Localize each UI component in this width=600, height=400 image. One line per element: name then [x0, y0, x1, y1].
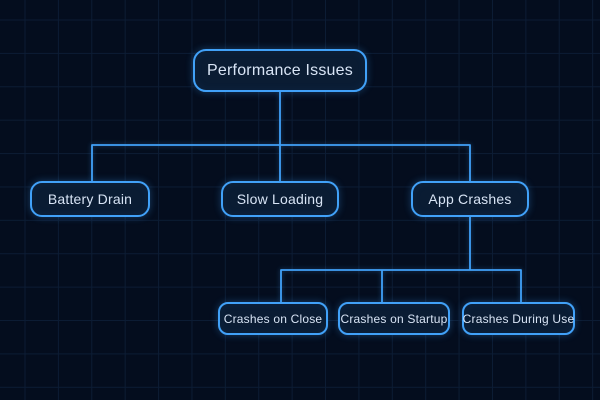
- connector-row2-rail: [91, 144, 471, 181]
- node-crashes-during-use[interactable]: Crashes During Use: [462, 302, 575, 335]
- node-crashes-on-close[interactable]: Crashes on Close: [218, 302, 328, 335]
- node-crashes-on-startup[interactable]: Crashes on Startup: [338, 302, 450, 335]
- node-app-crashes[interactable]: App Crashes: [411, 181, 529, 217]
- node-battery-drain[interactable]: Battery Drain: [30, 181, 150, 217]
- node-performance-issues[interactable]: Performance Issues: [193, 49, 367, 92]
- connector-row3-rail: [280, 269, 522, 302]
- node-slow-loading[interactable]: Slow Loading: [221, 181, 339, 217]
